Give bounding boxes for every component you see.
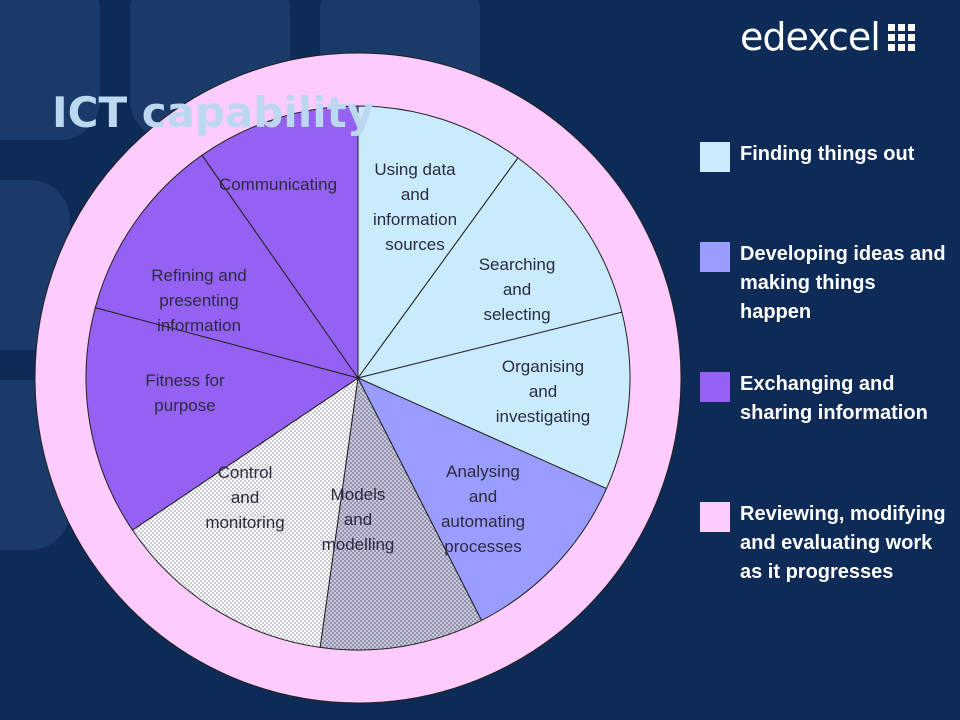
segment-fitness (85, 306, 360, 531)
legend-label: Reviewing, modifying and evaluating work… (740, 503, 946, 583)
legend-label: Finding things out (740, 143, 915, 165)
segment-label-communicating: Communicating (219, 175, 337, 194)
segment-control (131, 376, 359, 648)
legend-swatch (700, 142, 730, 172)
legend-swatch (700, 502, 730, 532)
segment-searching (356, 157, 623, 379)
legend-swatch (700, 242, 730, 272)
segment-analysing (356, 376, 608, 622)
segment-models (319, 376, 483, 651)
logo-text: edexcel (740, 15, 881, 59)
segment-organising (356, 311, 631, 490)
page-title: ICT capability (52, 88, 375, 137)
segment-refining (94, 154, 360, 379)
edexcel-logo: edexcel (740, 18, 915, 56)
legend-swatch (700, 372, 730, 402)
legend-label: Developing ideas and making things happe… (740, 243, 946, 323)
edexcel-grid-logo-icon (887, 23, 915, 51)
legend-label: Exchanging and sharing information (740, 373, 928, 424)
segment-communicating (201, 105, 359, 380)
segment-using-data (357, 105, 519, 380)
background-shape (0, 0, 100, 140)
